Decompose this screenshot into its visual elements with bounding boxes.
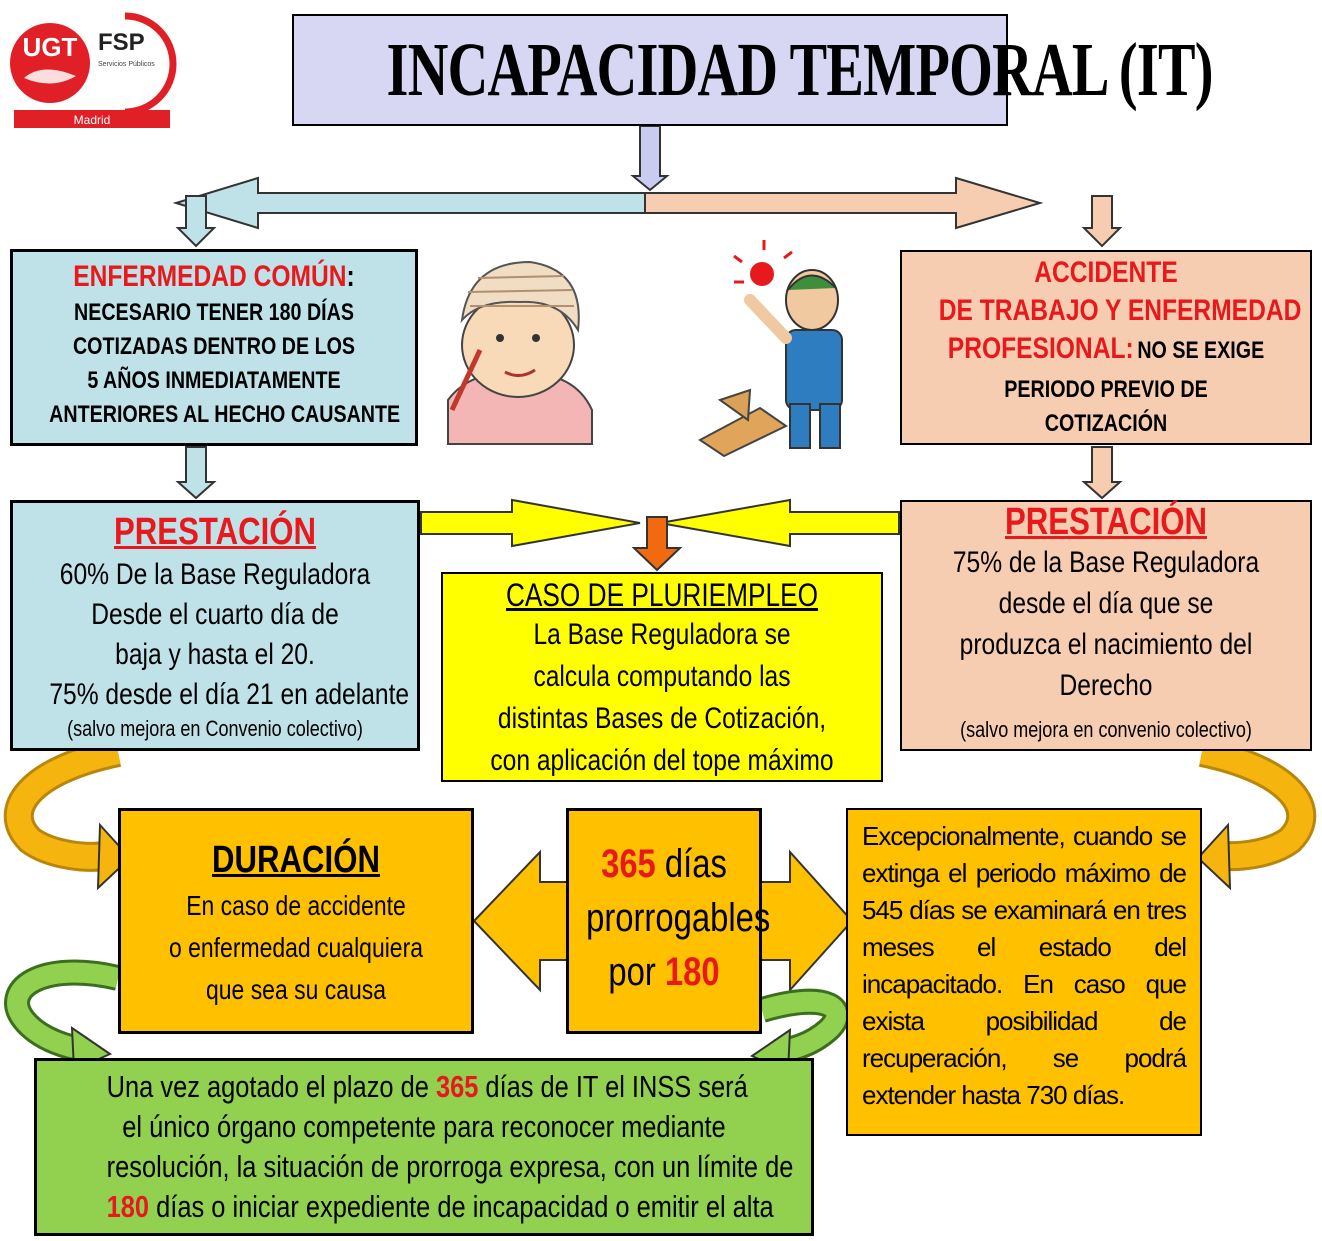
exception-box: Excepcionalmente, cuando se extinga el p… [846, 808, 1202, 1136]
inss-line: el único órgano competente para reconoce… [122, 1109, 726, 1144]
left-benefit-line: 75% desde el día 21 en adelante [49, 678, 410, 711]
duration-line: o enfermedad cualquiera [168, 932, 423, 963]
right-benefit-note: (salvo mejora en convenio colectivo) [960, 717, 1252, 742]
left-benefit-line: Desde el cuarto día de [91, 598, 339, 631]
logo-org: FSP [98, 29, 145, 56]
multi-employment-line: calcula computando las [533, 660, 791, 693]
common-illness-line: ANTERIORES AL HECHO CAUSANTE [49, 401, 401, 428]
logo-region: Madrid [74, 113, 111, 127]
exception-text: Excepcionalmente, cuando se extinga el p… [862, 821, 1187, 1110]
inss-line: Una vez agotado el plazo de 365 días de … [106, 1069, 748, 1104]
multi-employment-line: con aplicación del tope máximo [490, 744, 834, 777]
duration-line: En caso de accidente [186, 890, 406, 921]
inss-line: 180 días o iniciar expediente de incapac… [106, 1189, 774, 1224]
logo-org-sub: Servicios Públicos [98, 61, 155, 68]
logo-brand: UGT [23, 32, 78, 62]
right-benefit-line: desde el día que se [998, 587, 1214, 620]
work-accident-box: ACCIDENTE DE TRABAJO Y ENFERMEDAD PROFES… [900, 250, 1312, 445]
days-line: 365 días [601, 842, 727, 886]
multi-employment-box: CASO DE PLURIEMPLEO La Base Reguladora s… [441, 572, 883, 782]
right-benefit-heading: PRESTACIÓN [1004, 501, 1207, 543]
common-illness-line: 5 AÑOS INMEDIATAMENTE [87, 367, 341, 394]
common-illness-line: COTIZADAS DENTRO DE LOS [72, 333, 356, 360]
injured-worker-illustration [698, 240, 843, 458]
work-accident-heading: DE TRABAJO Y ENFERMEDAD [938, 294, 1302, 327]
left-benefit-line: baja y hasta el 20. [115, 638, 315, 671]
right-benefit-box: PRESTACIÓN 75% de la Base Reguladora des… [900, 500, 1312, 751]
left-benefit-note: (salvo mejora en Convenio colectivo) [67, 716, 363, 741]
right-benefit-line: 75% de la Base Reguladora [952, 546, 1260, 579]
inss-box: Una vez agotado el plazo de 365 días de … [34, 1058, 814, 1236]
sick-person-illustration [447, 260, 593, 445]
ugt-fsp-logo: UGT FSP Servicios Públicos Madrid [10, 12, 177, 128]
days-line: prorrogables [586, 896, 771, 940]
right-benefit-line: Derecho [1059, 669, 1153, 702]
work-accident-line: COTIZACIÓN [1044, 410, 1168, 437]
title-box: INCAPACIDAD TEMPORAL (IT) [292, 14, 1214, 126]
work-accident-line: PROFESIONAL: NO SE EXIGE [947, 332, 1265, 365]
duration-line: que sea su causa [206, 974, 386, 1005]
common-illness-box: ENFERMEDAD COMÚN: NECESARIO TENER 180 DÍ… [10, 249, 418, 446]
left-benefit-line: 60% De la Base Reguladora [59, 558, 371, 591]
duration-box: DURACIÓN En caso de accidente o enfermed… [118, 808, 474, 1034]
duration-heading: DURACIÓN [212, 839, 380, 881]
left-benefit-heading: PRESTACIÓN [113, 511, 316, 553]
inss-line: resolución, la situación de prorroga exp… [106, 1149, 794, 1184]
common-illness-line: NECESARIO TENER 180 DÍAS [74, 299, 354, 326]
days-line: por 180 [608, 950, 720, 994]
multi-employment-line: distintas Bases de Cotización, [497, 702, 827, 735]
page-title: INCAPACIDAD TEMPORAL (IT) [386, 28, 1214, 112]
work-accident-line: PERIODO PREVIO DE [1004, 376, 1208, 403]
work-accident-heading: ACCIDENTE [1034, 256, 1178, 289]
multi-employment-heading: CASO DE PLURIEMPLEO [505, 577, 819, 613]
right-benefit-line: produzca el nacimiento del [959, 628, 1253, 661]
multi-employment-line: La Base Reguladora se [533, 618, 791, 651]
left-benefit-box: PRESTACIÓN 60% De la Base Reguladora Des… [10, 500, 420, 751]
days-box: 365 días prorrogables por 180 [566, 808, 771, 1034]
common-illness-heading: ENFERMEDAD COMÚN: [73, 260, 355, 293]
